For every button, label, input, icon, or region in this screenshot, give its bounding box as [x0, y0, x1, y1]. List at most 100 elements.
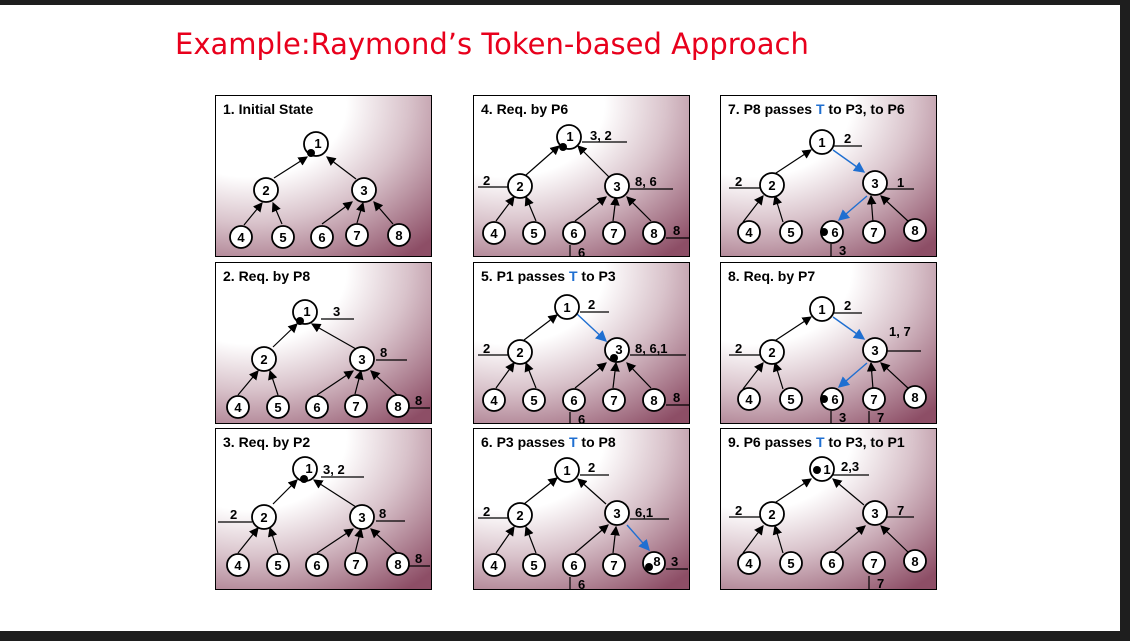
node-label: 4 [745, 225, 753, 240]
node-label: 5 [787, 225, 794, 240]
request-queue: 8 [379, 506, 386, 521]
node-label: 5 [530, 393, 537, 408]
node-label: 4 [490, 393, 498, 408]
request-queue: 2 [844, 298, 851, 313]
token-dot [559, 143, 567, 151]
node-label: 2 [768, 178, 775, 193]
request-queue: 1 [897, 175, 904, 190]
node-label: 5 [787, 392, 794, 407]
request-queue: 3 [333, 304, 340, 319]
panel-initial-state: 1. Initial State 1 2 3 4 [215, 95, 432, 257]
node-label: 8 [394, 557, 401, 572]
panel-caption: 5. P1 passes T to P3 [481, 268, 616, 284]
request-queue: 2 [483, 504, 490, 519]
tree-diagram: 1 2 3 4 5 6 7 8 3 8 8 [226, 299, 430, 419]
node-label: 7 [610, 393, 617, 408]
node-label: 1 [563, 300, 570, 315]
panel-p3-passes-token-to-p8: 6. P3 passes T to P8 [473, 428, 690, 590]
request-queue: 2 [735, 174, 742, 189]
node-label: 2 [516, 179, 523, 194]
request-queue: 3 [839, 243, 846, 256]
node-label: 1 [305, 461, 312, 476]
request-queue: 8 [415, 551, 422, 566]
node-label: 6 [831, 225, 838, 240]
request-queue: 2 [588, 460, 595, 475]
node-label: 6 [570, 393, 577, 408]
node-label: 1 [563, 463, 570, 478]
node-label: 4 [745, 392, 753, 407]
tree-diagram: 1 2 3 4 5 6 7 8 2,3 2 7 7 [729, 456, 927, 589]
node-label: 2 [262, 183, 269, 198]
slide: Example:Raymond’s Token-based Approach 1… [0, 5, 1120, 631]
token-dot [610, 354, 618, 362]
node-label: 5 [530, 558, 537, 573]
node-label: 3 [358, 510, 365, 525]
token-dot [296, 317, 304, 325]
request-queue: 8, 6,1 [635, 341, 668, 356]
tree-diagram: 1 2 3 4 5 6 7 8 2 2 6,1 6 3 [478, 457, 688, 589]
node-label: 6 [831, 392, 838, 407]
tree-diagram: 1 2 3 4 5 6 7 8 3, 2 2 8 8 [218, 456, 430, 577]
node-label: 4 [490, 558, 498, 573]
request-queue: 8 [673, 223, 680, 238]
node-label: 8 [650, 393, 657, 408]
window-edge [1120, 0, 1130, 641]
token-pass-arrow [837, 195, 868, 221]
node-label: 1 [303, 304, 310, 319]
tree-diagram: 1 2 3 4 5 6 7 8 [229, 131, 411, 249]
node-label: 7 [352, 557, 359, 572]
node-label: 3 [358, 352, 365, 367]
token-dot [820, 395, 828, 403]
token-path-arrow [832, 316, 866, 340]
request-queue: 8 [380, 345, 387, 360]
node-label: 6 [318, 230, 325, 245]
panel-caption: 2. Req. by P8 [223, 268, 311, 284]
node-label: 5 [530, 226, 537, 241]
node-label: 4 [237, 230, 245, 245]
panel-p1-passes-token-to-p3: 5. P1 passes T to P3 [473, 262, 690, 424]
request-queue: 2 [483, 173, 490, 188]
node-label: 2 [516, 508, 523, 523]
request-queue: 2 [483, 341, 490, 356]
panel-req-by-p7: 8. Req. by P7 [720, 262, 937, 424]
node-label: 6 [828, 556, 835, 571]
request-queue: 2,3 [841, 459, 859, 474]
node-label: 3 [613, 179, 620, 194]
panel-caption: 4. Req. by P6 [481, 101, 569, 117]
node-label: 6 [313, 400, 320, 415]
request-queue: 6,1 [635, 505, 653, 520]
request-queue: 3 [671, 554, 678, 569]
request-queue: 6 [578, 412, 585, 423]
node-label: 7 [870, 392, 877, 407]
node-label: 3 [360, 183, 367, 198]
node-label: 5 [787, 556, 794, 571]
node-label: 5 [279, 230, 286, 245]
node-label: 3 [871, 176, 878, 191]
node-label: 7 [610, 558, 617, 573]
panel-req-by-p8: 2. Req. by P8 [215, 262, 432, 424]
request-queue: 8 [415, 393, 422, 408]
panel-p8-passes-token-to-p3-p6: 7. P8 passes T to P3, to P6 [720, 95, 937, 257]
request-queue: 7 [897, 503, 904, 518]
node-label: 1 [823, 462, 830, 477]
request-queue: 3, 2 [590, 128, 612, 143]
node-label: 4 [490, 226, 498, 241]
node-label: 4 [745, 556, 753, 571]
node-label: 2 [768, 507, 775, 522]
node-label: 8 [911, 223, 918, 238]
panel-caption: 3. Req. by P2 [223, 434, 311, 450]
node-label: 2 [768, 345, 775, 360]
panel-caption: 7. P8 passes T to P3, to P6 [728, 101, 905, 117]
node-label: 2 [516, 345, 523, 360]
token-pass-arrow [626, 524, 650, 552]
request-queue: 7 [877, 576, 884, 589]
node-label: 8 [395, 228, 402, 243]
tree-diagram: 1 2 3 4 5 6 7 8 2 2 8, 6,1 6 8 [478, 294, 689, 423]
token-dot [307, 149, 315, 157]
token-dot [820, 228, 828, 236]
token-dot [300, 475, 308, 483]
node-label: 1 [314, 136, 321, 151]
node-label: 7 [870, 556, 877, 571]
token-path-arrow [837, 362, 868, 388]
node-label: 2 [260, 352, 267, 367]
